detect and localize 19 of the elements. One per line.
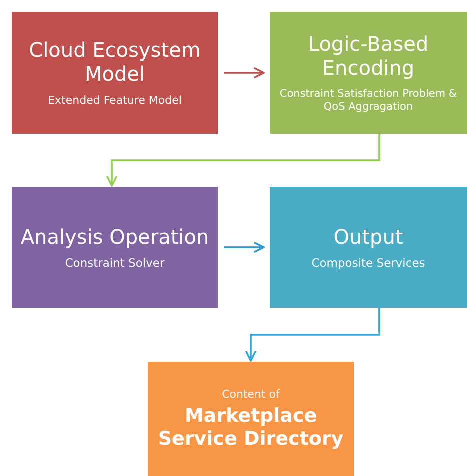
arrow [245, 308, 380, 362]
box-subtitle: Extended Feature Model [48, 94, 182, 108]
arrow [224, 242, 265, 254]
box-subtitle: Constraint Satisfaction Problem & QoS Aggragation [278, 88, 458, 114]
box-title: Cloud Ecosystem Model [28, 38, 202, 86]
arrow [106, 134, 380, 187]
process-box [270, 12, 467, 134]
box-subtitle: Marketplace Service Directory [157, 404, 345, 450]
box-title: Analysis Operation [20, 224, 210, 249]
box-subtitle: Constraint Solver [65, 256, 165, 270]
process-box [12, 12, 218, 134]
process-box [12, 187, 218, 308]
box-subtitle: Composite Services [312, 256, 426, 270]
arrow [224, 67, 265, 79]
box-title: Output [334, 224, 404, 249]
process-box [148, 362, 354, 476]
box-title: Logic-Based Encoding [307, 32, 430, 80]
box-title: Content of [222, 388, 280, 401]
process-box [270, 187, 467, 308]
